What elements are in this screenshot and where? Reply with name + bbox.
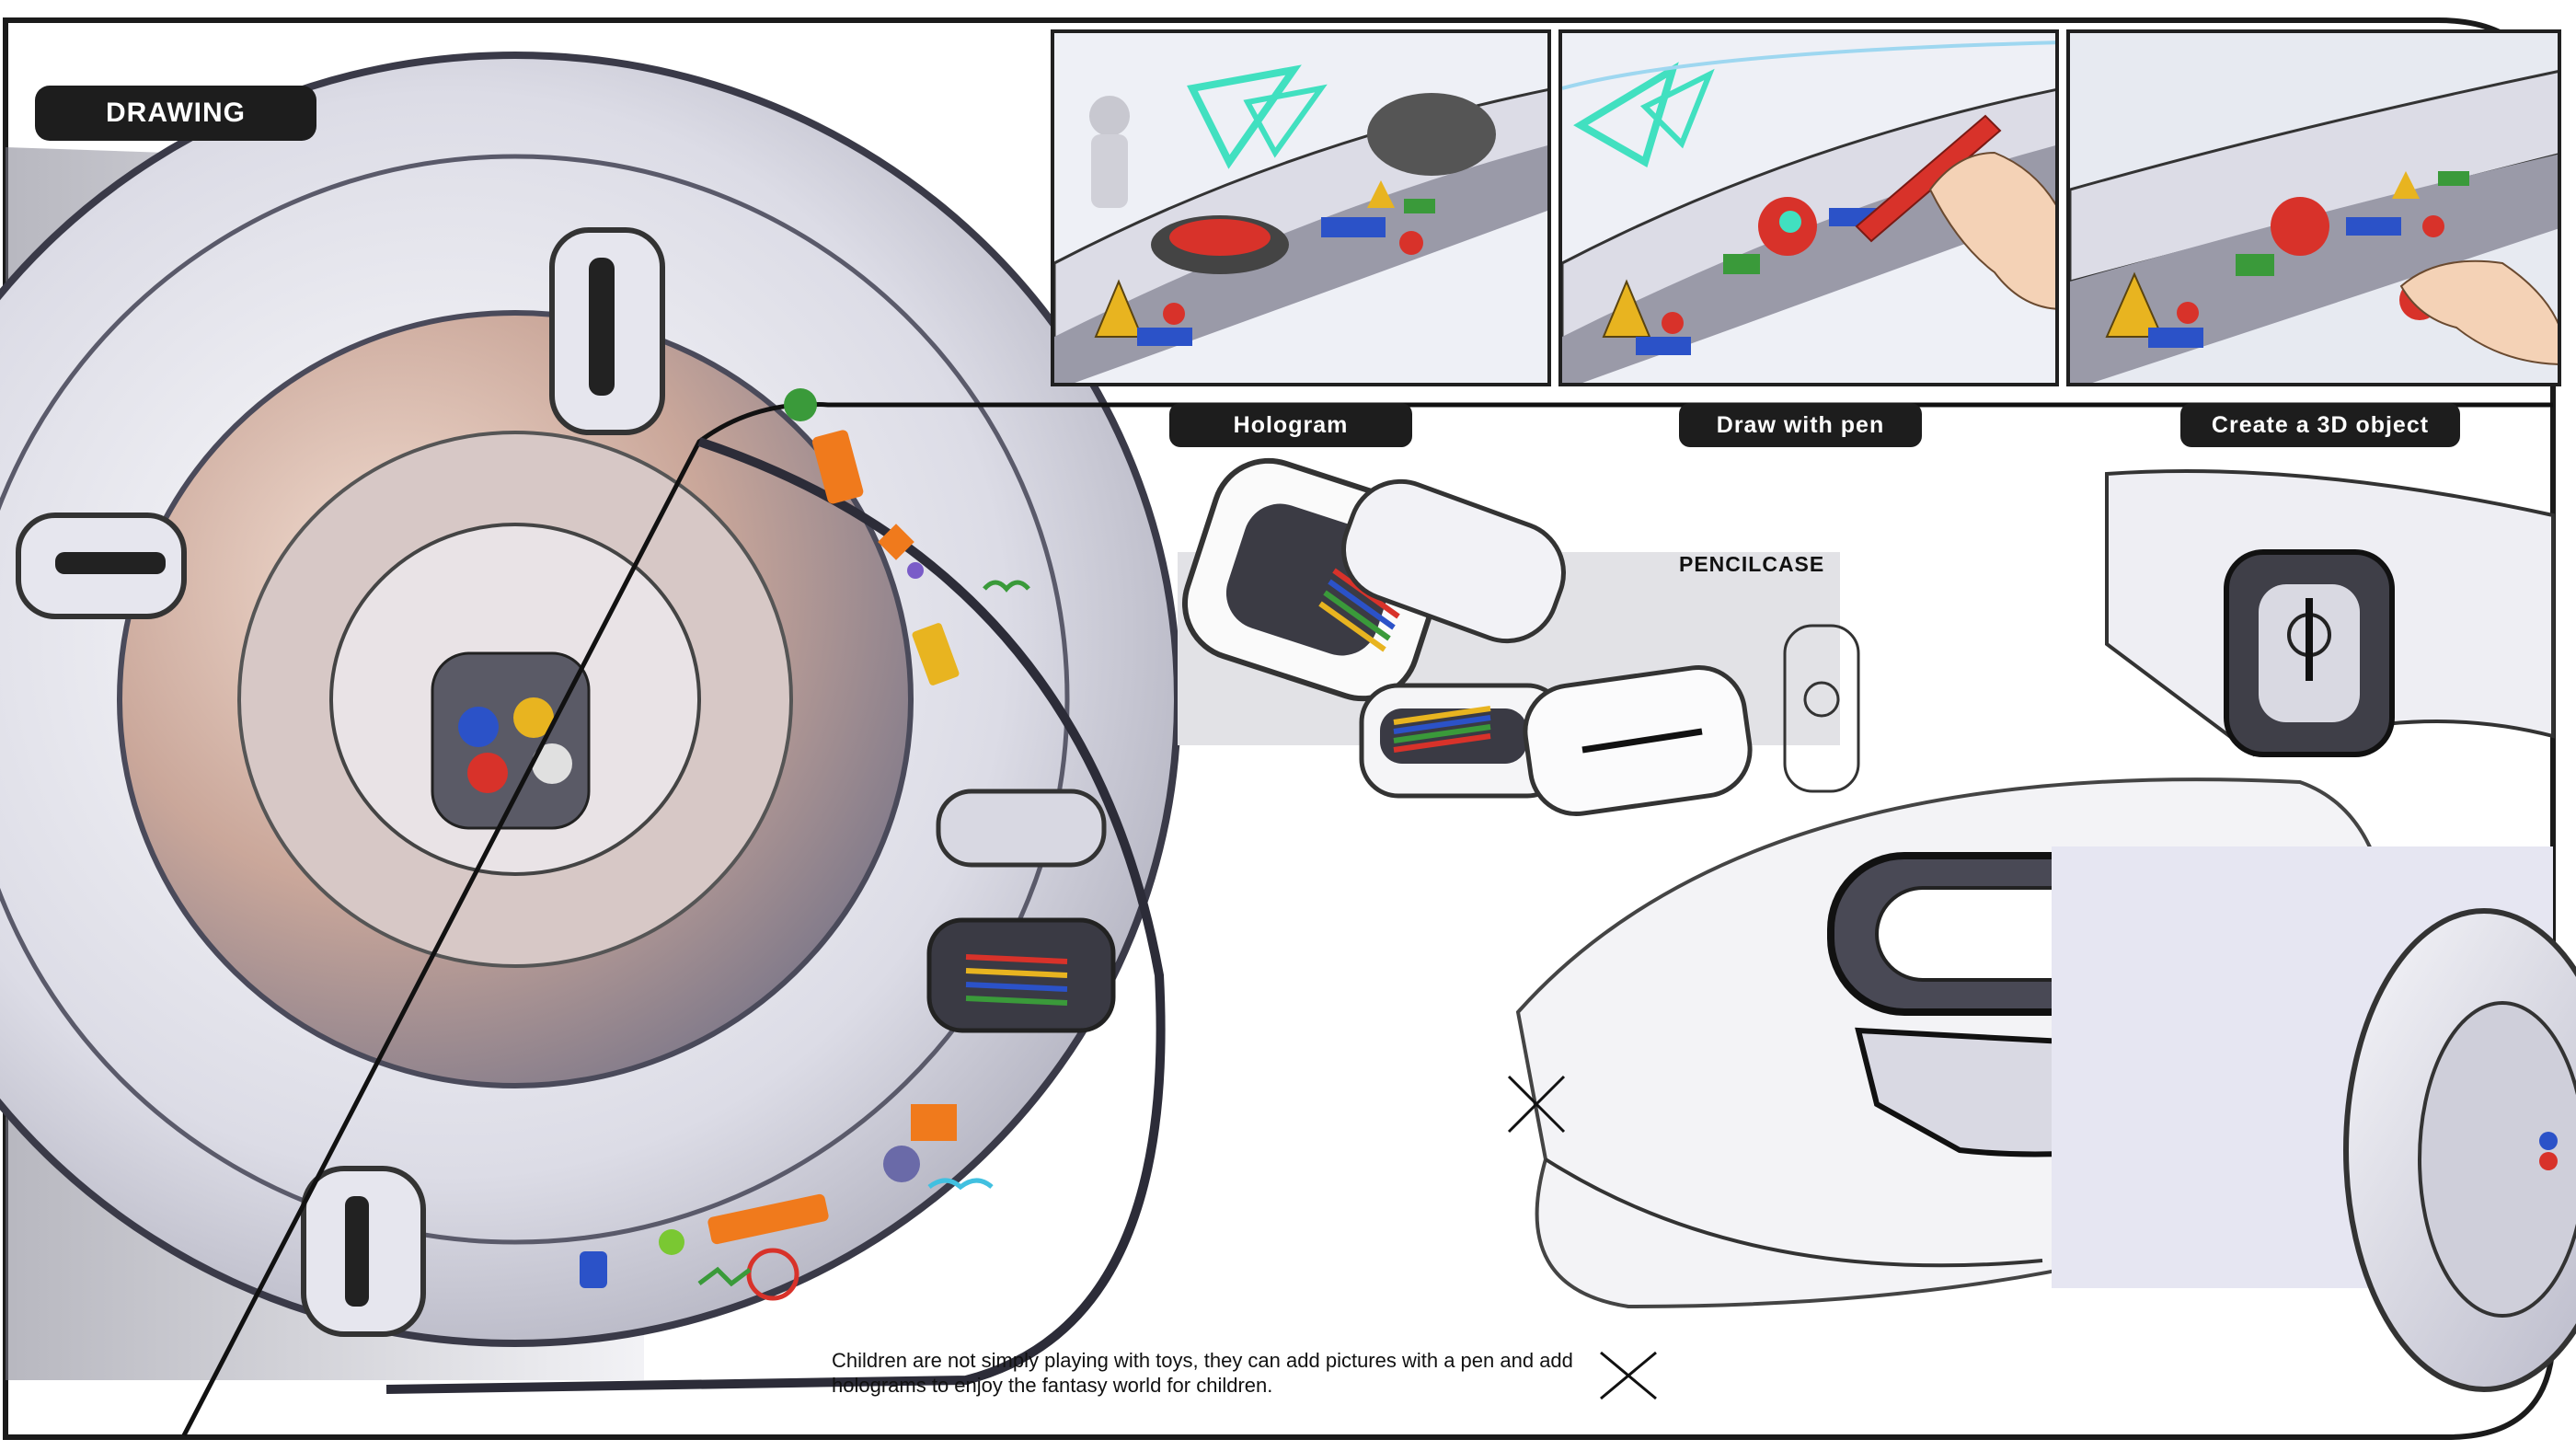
pen-icon <box>1855 114 2002 243</box>
panel-create-3d-object <box>2066 29 2561 386</box>
panel-draw-with-pen <box>1558 29 2059 386</box>
pyramid-toy-icon <box>1094 279 1144 338</box>
panel-hologram <box>1051 29 1551 386</box>
description-text: Children are not simply playing with toy… <box>832 1349 1573 1397</box>
caption-create-3d-object: Create a 3D object <box>2180 403 2460 447</box>
caption-draw-with-pen: Draw with pen <box>1679 403 1922 447</box>
pencilcase-label: PENCILCASE <box>1679 552 1825 576</box>
caption-hologram: Hologram <box>1169 403 1412 447</box>
draw-scene <box>1562 33 2055 383</box>
create-scene <box>2070 33 2558 383</box>
hand-icon <box>1928 151 2055 310</box>
section-title-badge: DRAWING <box>35 86 316 141</box>
hologram-scene <box>1054 33 1547 383</box>
hologram-triangle-icon <box>1187 64 1302 169</box>
sphere-toy-icon <box>1399 231 1423 255</box>
